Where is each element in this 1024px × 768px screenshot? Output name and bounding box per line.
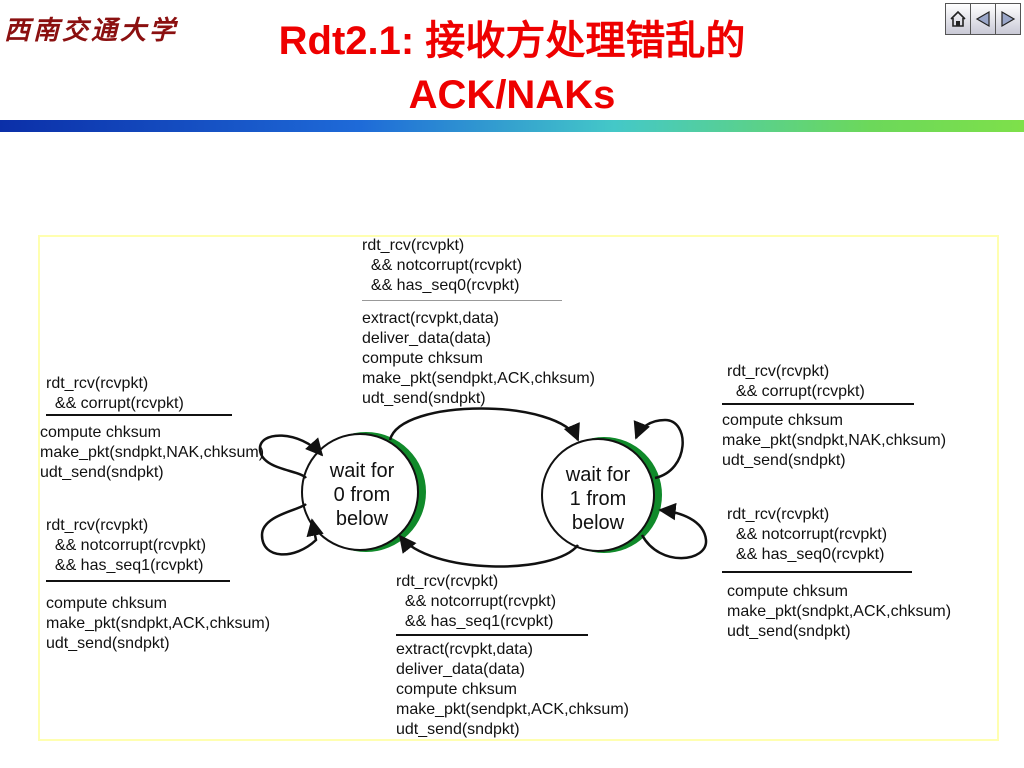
state-wait-0-label: wait for 0 from below <box>329 460 395 530</box>
left-upper-divider <box>46 414 232 416</box>
bottom-divider <box>396 634 588 636</box>
left-lower-action-label: compute chksum make_pkt(sndpkt,ACK,chksu… <box>46 595 271 652</box>
top-divider <box>362 300 562 301</box>
university-logo: 西南交通大学 <box>4 16 179 46</box>
back-arrow-icon <box>975 10 990 28</box>
right-upper-action-label: compute chksum make_pkt(sndpkt,NAK,chksu… <box>722 412 947 469</box>
left-upper-action-label: compute chksum make_pkt(sndpkt,NAK,chksu… <box>40 424 265 481</box>
top-action-label: extract(rcvpkt,data) deliver_data(data) … <box>362 310 595 407</box>
forward-arrow-icon <box>1001 10 1016 28</box>
bottom-action-label: extract(rcvpkt,data) deliver_data(data) … <box>396 641 629 738</box>
top-event-label: rdt_rcv(rcvpkt) && notcorrupt(rcvpkt) &&… <box>362 237 523 294</box>
right-upper-event-label: rdt_rcv(rcvpkt) && corrupt(rcvpkt) <box>727 363 865 400</box>
gradient-divider <box>0 120 1024 132</box>
arrow-right-lower-loop <box>640 502 708 560</box>
right-lower-action-label: compute chksum make_pkt(sndpkt,ACK,chksu… <box>727 583 952 640</box>
bottom-event-label: rdt_rcv(rcvpkt) && notcorrupt(rcvpkt) &&… <box>396 573 557 630</box>
left-upper-event-label: rdt_rcv(rcvpkt) && corrupt(rcvpkt) <box>46 375 184 412</box>
arrow-left-lower-loop <box>260 502 324 556</box>
left-lower-event-label: rdt_rcv(rcvpkt) && notcorrupt(rcvpkt) &&… <box>46 517 207 574</box>
right-lower-event-label: rdt_rcv(rcvpkt) && notcorrupt(rcvpkt) &&… <box>727 506 888 563</box>
home-icon <box>950 10 966 27</box>
slide-navigation <box>945 3 1021 35</box>
state-wait-1-label: wait for 1 from below <box>565 464 631 534</box>
arrow-left-upper-loop <box>258 434 324 479</box>
arrow-bottom <box>398 534 579 568</box>
left-lower-divider <box>46 580 230 582</box>
state-wait-1 <box>541 437 662 553</box>
right-lower-divider <box>722 571 912 573</box>
arrow-top <box>388 407 580 442</box>
diagram-frame <box>38 235 999 741</box>
title-line-2: ACK/NAKs <box>408 73 616 117</box>
slide-title: Rdt2.1: 接收方处理错乱的 ACK/NAKs <box>0 14 1024 122</box>
right-upper-divider <box>722 403 914 405</box>
arrow-right-upper-loop <box>633 418 684 480</box>
home-button[interactable] <box>946 4 970 34</box>
state-wait-0 <box>301 432 426 552</box>
back-button[interactable] <box>970 4 995 34</box>
forward-button[interactable] <box>995 4 1020 34</box>
title-line-1: Rdt2.1: 接收方处理错乱的 <box>278 19 746 63</box>
